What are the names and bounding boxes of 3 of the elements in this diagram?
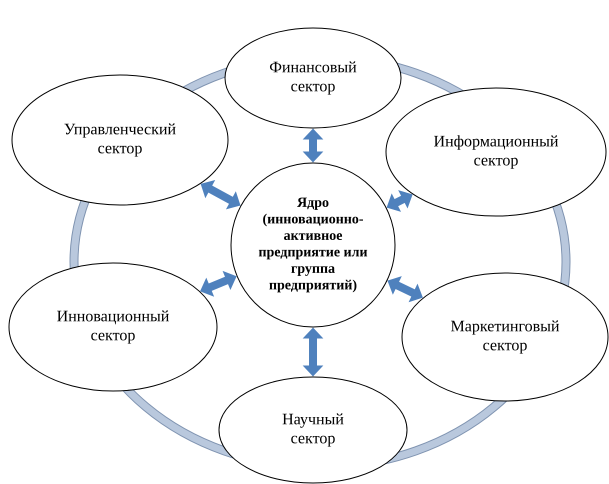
node-label: Информационный сектор	[434, 135, 558, 169]
node-label: Научный сектор	[282, 413, 344, 447]
node-label: Маркетинговый сектор	[450, 320, 560, 354]
